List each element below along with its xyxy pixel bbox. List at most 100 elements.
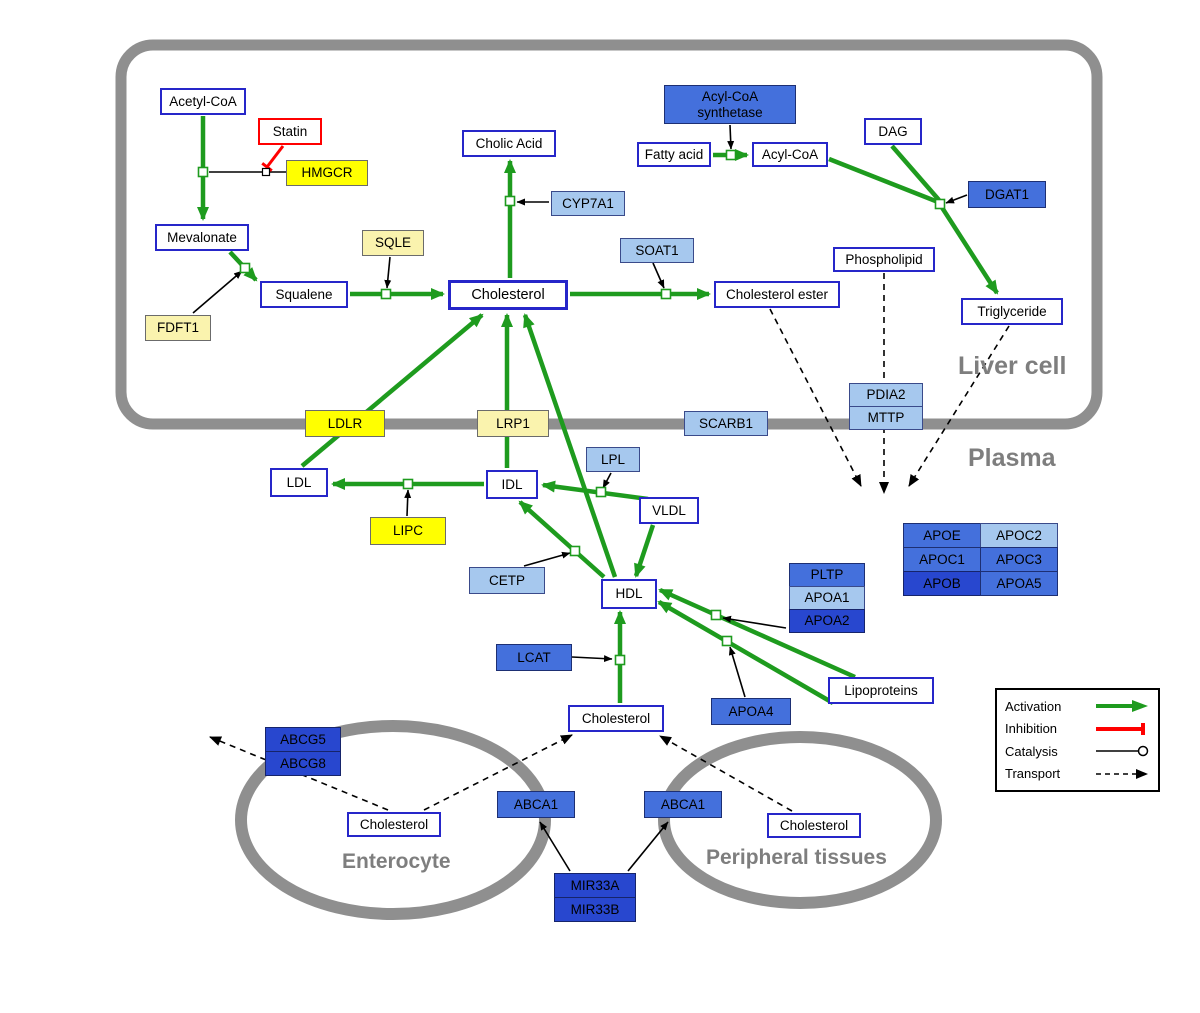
legend-catalysis-label: Catalysis xyxy=(1005,743,1058,759)
node-acyl-coa-synthetase[interactable]: Acyl-CoA synthetase xyxy=(664,85,796,124)
node-abca1-left[interactable]: ABCA1 xyxy=(497,791,575,818)
node-apoa4[interactable]: APOA4 xyxy=(711,698,791,725)
node-acetyl-coa[interactable]: Acetyl-CoA xyxy=(160,88,246,115)
node-abca1-right[interactable]: ABCA1 xyxy=(644,791,722,818)
catalysis-pltp-apoa1-apoa2 xyxy=(722,615,787,629)
node-apoa5[interactable]: APOA5 xyxy=(980,571,1058,596)
node-mevalonate[interactable]: Mevalonate xyxy=(155,224,249,251)
node-ldl[interactable]: LDL xyxy=(270,468,328,497)
node-apoa1[interactable]: APOA1 xyxy=(789,586,865,610)
reaction-node xyxy=(380,288,392,300)
plasma-label: Plasma xyxy=(968,444,1056,472)
reaction-node xyxy=(725,149,737,161)
liver-cell-label: Liver cell xyxy=(958,352,1067,380)
legend-transport-row: Transport xyxy=(1005,764,1150,784)
node-sqle[interactable]: SQLE xyxy=(362,230,424,256)
catalysis-circle-icon xyxy=(1096,746,1149,757)
reaction-node xyxy=(660,288,672,300)
reaction-node xyxy=(710,609,722,621)
transport-dashed-arrow-icon xyxy=(1096,768,1148,779)
node-ldlr[interactable]: LDLR xyxy=(305,410,385,437)
node-acyl-coa[interactable]: Acyl-CoA xyxy=(752,142,828,167)
node-pdia2[interactable]: PDIA2 xyxy=(849,383,923,407)
node-soat1[interactable]: SOAT1 xyxy=(620,238,694,263)
node-apoc3[interactable]: APOC3 xyxy=(980,547,1058,572)
node-statin[interactable]: Statin xyxy=(258,118,322,145)
node-fdft1[interactable]: FDFT1 xyxy=(145,315,211,341)
peripheral-tissues-membrane xyxy=(658,731,942,909)
reaction-node xyxy=(402,478,414,490)
node-hdl[interactable]: HDL xyxy=(601,579,657,609)
catalysis-lipc xyxy=(404,489,412,517)
node-cholesterol-plasma[interactable]: Cholesterol xyxy=(568,705,664,732)
legend-transport-label: Transport xyxy=(1005,766,1061,782)
reaction-node xyxy=(197,166,209,178)
activation-hdl-to-cholesterol xyxy=(522,313,618,578)
node-mir33b[interactable]: MIR33B xyxy=(554,897,636,922)
enterocyte-label: Enterocyte xyxy=(342,850,451,873)
node-vldl[interactable]: VLDL xyxy=(639,497,699,524)
catalysis-lcat xyxy=(571,655,613,663)
node-apoc2[interactable]: APOC2 xyxy=(980,523,1058,548)
catalysis-dgat1 xyxy=(945,194,968,204)
node-scarb1[interactable]: SCARB1 xyxy=(684,411,768,436)
node-lipc[interactable]: LIPC xyxy=(370,517,446,545)
activation-lipoproteins-to-hdl-upper xyxy=(658,587,856,680)
node-apob[interactable]: APOB xyxy=(903,571,981,596)
node-cetp[interactable]: CETP xyxy=(469,567,545,594)
node-abcg8[interactable]: ABCG8 xyxy=(265,751,341,776)
node-abcg5[interactable]: ABCG5 xyxy=(265,727,341,752)
activation-lipoproteins-to-hdl-lower xyxy=(657,600,835,705)
catalysis-lpl xyxy=(602,472,612,489)
node-cyp7a1[interactable]: CYP7A1 xyxy=(551,191,625,216)
reaction-node xyxy=(569,545,581,557)
catalysis-soat1 xyxy=(652,262,665,289)
node-hmgcr[interactable]: HMGCR xyxy=(286,160,368,186)
node-apoc1[interactable]: APOC1 xyxy=(903,547,981,572)
reaction-node xyxy=(721,635,733,647)
node-lcat[interactable]: LCAT xyxy=(496,644,572,671)
activation-arrow-icon xyxy=(1096,700,1148,712)
node-cholesterol-liver[interactable]: Cholesterol xyxy=(448,280,568,310)
node-fatty-acid[interactable]: Fatty acid xyxy=(637,142,711,167)
inhibition-statin-hmgcr xyxy=(261,145,285,172)
node-cholic-acid[interactable]: Cholic Acid xyxy=(462,130,556,157)
activation-dag-to-junction xyxy=(890,144,941,202)
catalysis-fdft1 xyxy=(192,270,243,314)
node-squalene[interactable]: Squalene xyxy=(260,281,348,308)
node-lpl[interactable]: LPL xyxy=(586,447,640,472)
node-lrp1[interactable]: LRP1 xyxy=(477,410,549,437)
catalysis-cetp xyxy=(523,551,571,567)
transport-triglyceride-to-plasma xyxy=(908,325,1010,487)
enterocyte-membrane xyxy=(235,720,551,920)
catalysis-sqle xyxy=(384,256,392,289)
legend-inhibition-label: Inhibition xyxy=(1005,721,1058,737)
activation-acylcoa-to-junction xyxy=(828,156,939,205)
node-idl[interactable]: IDL xyxy=(486,470,538,499)
node-cholesterol-enterocyte[interactable]: Cholesterol xyxy=(347,812,441,837)
node-mttp[interactable]: MTTP xyxy=(849,406,923,430)
inhibition-anchor-node xyxy=(261,167,271,177)
transport-cholesterolester-to-plasma xyxy=(769,308,862,487)
transport-enterocyte-cholesterol-to-plasma xyxy=(423,734,573,811)
node-mir33a[interactable]: MIR33A xyxy=(554,873,636,898)
node-triglyceride[interactable]: Triglyceride xyxy=(961,298,1063,325)
catalysis-acylcoa-synthetase xyxy=(727,124,735,150)
node-dgat1[interactable]: DGAT1 xyxy=(968,181,1046,208)
regulation-mir33-to-abca1-right xyxy=(627,821,669,872)
liver-cell-membrane xyxy=(115,39,1103,430)
node-lipoproteins[interactable]: Lipoproteins xyxy=(828,677,934,704)
node-cholesterol-ester[interactable]: Cholesterol ester xyxy=(714,281,840,308)
node-phospholipid[interactable]: Phospholipid xyxy=(833,247,935,272)
activation-vldl-to-hdl xyxy=(633,524,656,578)
activation-hdl-to-idl xyxy=(518,500,606,579)
activation-ldl-to-cholesterol-via-ldlr xyxy=(300,313,484,468)
node-dag[interactable]: DAG xyxy=(864,118,922,145)
node-cholesterol-peripheral[interactable]: Cholesterol xyxy=(767,813,861,838)
reaction-node xyxy=(614,654,626,666)
node-apoe[interactable]: APOE xyxy=(903,523,981,548)
node-apoa2[interactable]: APOA2 xyxy=(789,609,865,633)
node-pltp[interactable]: PLTP xyxy=(789,563,865,587)
